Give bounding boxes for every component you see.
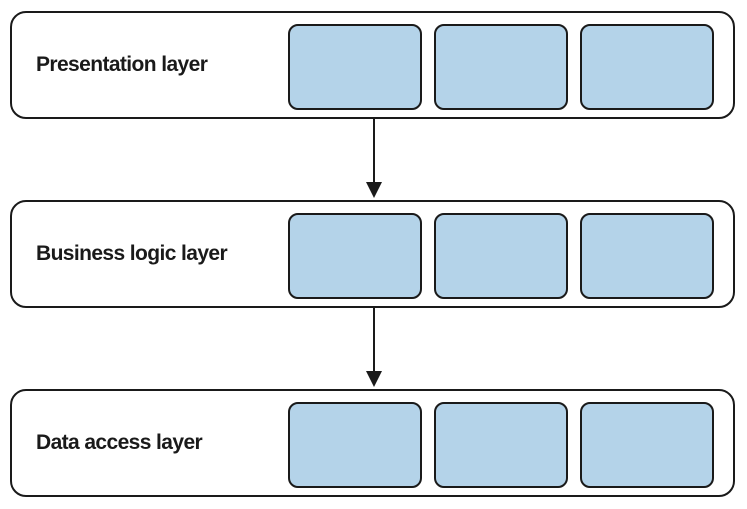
data-access-component-2 [434,402,568,488]
presentation-layer: Presentation layer [10,11,735,119]
presentation-component-2 [434,24,568,110]
data-access-layer-label: Data access layer [36,431,203,454]
presentation-layer-label: Presentation layer [36,53,208,76]
arrow-business-to-data-access [366,308,382,387]
data-access-component-1 [288,402,422,488]
data-access-layer: Data access layer [10,389,735,497]
data-access-component-3 [580,402,714,488]
presentation-component-1 [288,24,422,110]
arrow-presentation-to-business [366,119,382,198]
business-logic-component-1 [288,213,422,299]
presentation-component-3 [580,24,714,110]
business-logic-layer: Business logic layer [10,200,735,308]
business-logic-component-3 [580,213,714,299]
business-logic-component-2 [434,213,568,299]
business-logic-layer-label: Business logic layer [36,242,228,265]
